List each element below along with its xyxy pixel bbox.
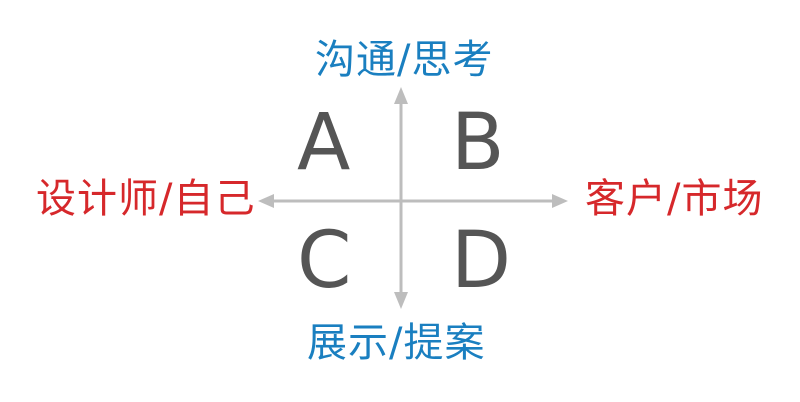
horizontal-axis-arrow xyxy=(258,194,568,208)
vertical-axis-arrow xyxy=(394,87,408,309)
arrow-up-icon xyxy=(394,87,408,104)
arrow-down-icon xyxy=(394,292,408,309)
quadrant-c-label: C xyxy=(297,216,352,306)
top-axis-label: 沟通/思考 xyxy=(315,37,494,83)
arrow-left-icon xyxy=(258,194,274,208)
right-axis-label: 客户/市场 xyxy=(585,176,764,222)
quadrant-d-label: D xyxy=(451,216,512,306)
bottom-axis-label: 展示/提案 xyxy=(307,320,486,366)
quadrant-a-label: A xyxy=(297,98,351,188)
left-axis-label: 设计师/自己 xyxy=(36,176,256,222)
quadrant-b-label: B xyxy=(451,98,505,188)
arrow-right-icon xyxy=(552,194,568,208)
